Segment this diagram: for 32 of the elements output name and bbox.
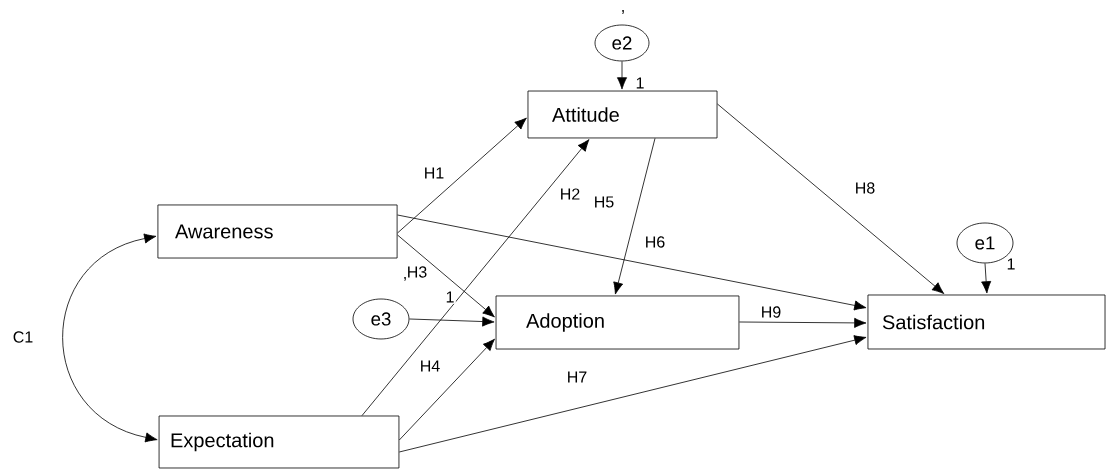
arrow	[981, 263, 992, 294]
curved-arrow	[62, 233, 158, 443]
arrow	[617, 61, 627, 90]
edge-label: H7	[565, 370, 589, 384]
variable-box: Awareness	[157, 204, 398, 259]
arrow	[361, 139, 590, 416]
arrow	[409, 316, 495, 327]
arrow	[397, 117, 527, 234]
arrow	[397, 234, 495, 318]
arrow	[717, 103, 945, 294]
variable-box: Satisfaction	[867, 294, 1106, 350]
arrow	[738, 317, 867, 328]
variable-box: Adoption	[495, 295, 740, 350]
edge-label: H4	[418, 359, 442, 373]
variable-box: Attitude	[527, 90, 718, 139]
edge-label: H1	[422, 166, 446, 180]
edge-label: H3	[405, 265, 429, 279]
comma-mark: ,	[622, 10, 624, 14]
arrow	[613, 137, 656, 295]
comma-mark: ,	[404, 277, 406, 281]
arrow	[397, 214, 867, 311]
arrow	[398, 335, 867, 453]
edge-label: H5	[592, 195, 616, 209]
edge-label: 1	[634, 76, 646, 90]
variable-box: Expectation	[158, 415, 400, 469]
arrow	[398, 338, 495, 441]
edge-label: H9	[759, 305, 783, 319]
edge-label: C1	[11, 330, 35, 344]
edge-label: H8	[853, 181, 877, 195]
edge-label: H6	[643, 235, 667, 249]
edge-label: 1	[444, 290, 456, 304]
edge-label: H2	[558, 187, 582, 201]
